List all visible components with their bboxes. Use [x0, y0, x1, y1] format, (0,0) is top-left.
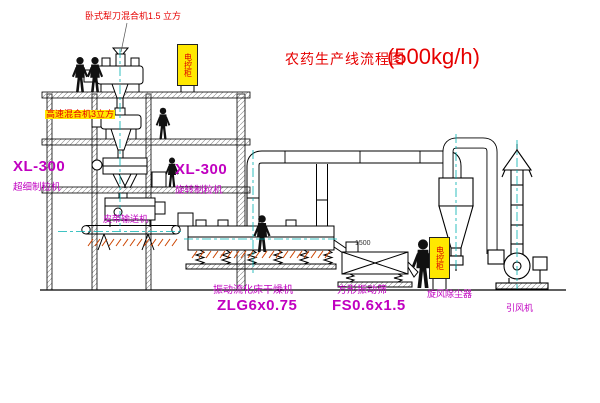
fluid-bed-dryer-drawing — [185, 219, 351, 270]
label-dryer-model: ZLG6x0.75 — [217, 297, 298, 314]
induced-draft-fan-drawing — [487, 243, 549, 290]
label-leader-line — [120, 22, 128, 53]
diagram-title: 农药生产线流程图 — [285, 51, 405, 67]
panel-legs — [180, 86, 447, 289]
control-panel-right: 电控柜 — [429, 237, 450, 279]
label-belt-conveyor: 皮带输送机 — [103, 214, 149, 224]
vibrating-screen-drawing — [337, 241, 419, 288]
label-cyclone: 旋风除尘器 — [427, 289, 473, 299]
centerlines — [58, 49, 518, 289]
belt-conveyor-drawing — [81, 212, 194, 251]
label-granulator-left-model: XL-300 — [13, 158, 66, 175]
label-high-speed-mixer: 高速混合机3立方 — [45, 109, 116, 119]
red-hatching — [87, 238, 331, 259]
label-horizontal-mixer: 卧式犁刀混合机1.5 立方 — [85, 11, 182, 21]
label-granulator-center-name: 旋转制粒机 — [175, 185, 223, 196]
label-granulator-center-model: XL-300 — [175, 161, 228, 178]
label-dryer-name: 振动流化床干燥机 — [213, 285, 293, 296]
diagram-title-capacity: (500kg/h) — [387, 44, 480, 69]
ducting — [246, 137, 498, 254]
label-fan: 引风机 — [506, 303, 534, 313]
control-panel-top: 电控柜 — [177, 44, 198, 86]
dimension-label: 1500 — [355, 240, 371, 247]
granulator-drawing — [91, 157, 167, 199]
label-granulator-left-name: 超细制粒机 — [13, 182, 61, 193]
label-screen-model: FS0.6x1.5 — [332, 297, 406, 314]
label-screen-name: 方形振动筛 — [337, 285, 387, 296]
building-frame — [41, 91, 251, 291]
worker-figure — [155, 106, 171, 140]
